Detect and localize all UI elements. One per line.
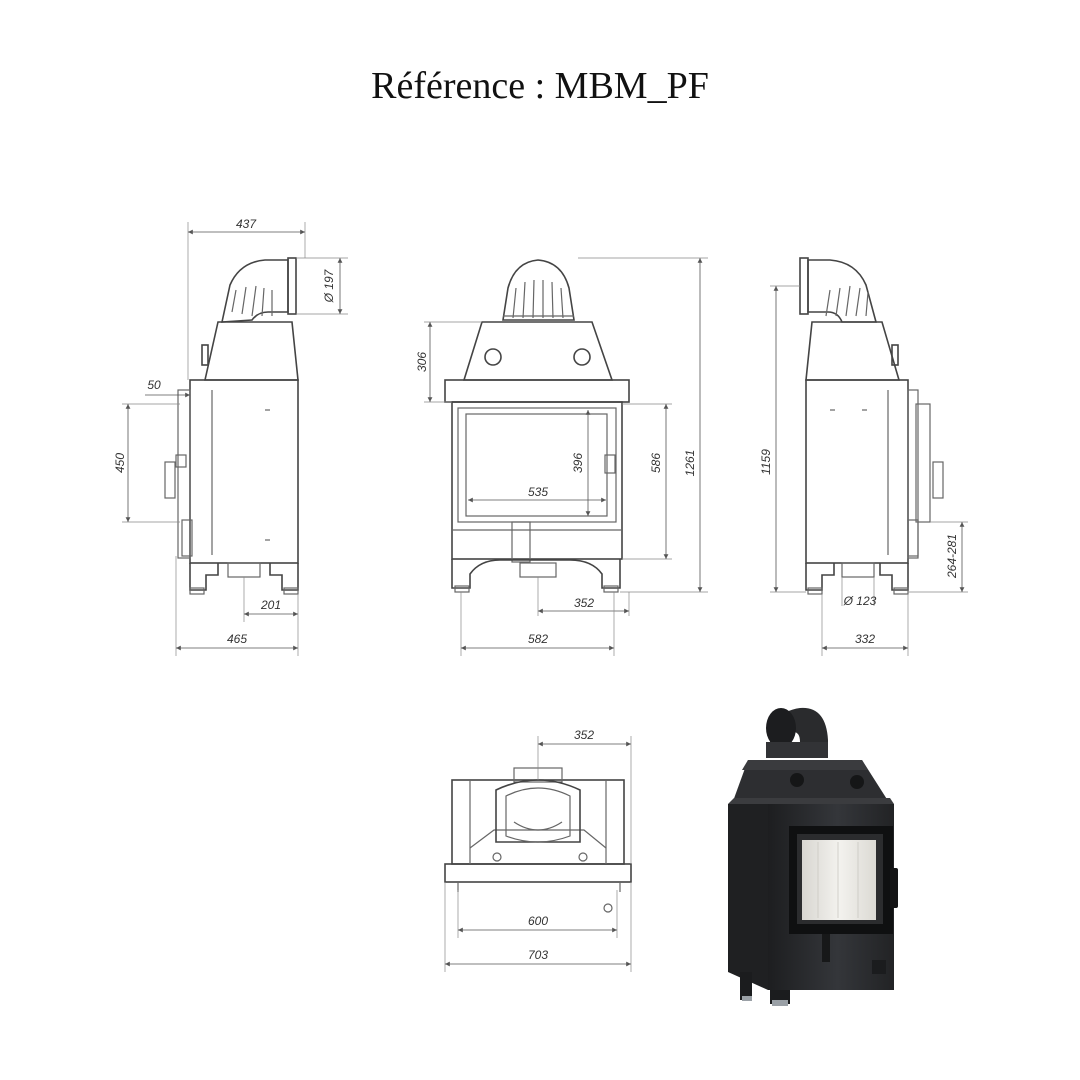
hood (462, 321, 614, 381)
door-glass (457, 407, 617, 523)
dim-flue-diameter: Ø 197 (322, 268, 336, 303)
dim-264-281: 264-281 (945, 534, 959, 579)
dim-201: 201 (260, 598, 281, 612)
firebox-frame (451, 401, 623, 560)
dim-465: 465 (227, 632, 247, 646)
hood (204, 321, 299, 381)
side-view-right (799, 257, 944, 595)
door-handle (164, 461, 176, 499)
front-dimensions: 306 396 535 586 1261 352 582 (415, 257, 708, 656)
door-handle (932, 461, 944, 499)
dim-586: 586 (649, 453, 663, 473)
dim-50: 50 (147, 378, 161, 392)
dim-1159: 1159 (759, 449, 773, 475)
hood (805, 321, 901, 381)
product-photo (728, 707, 898, 1006)
dim-1261: 1261 (683, 450, 697, 477)
flue-collar (799, 257, 809, 315)
body (805, 379, 909, 564)
dim-703: 703 (528, 948, 548, 962)
dim-306: 306 (415, 352, 429, 372)
door-handle (604, 454, 616, 474)
dim-535: 535 (528, 485, 548, 499)
dim-air-inlet-diameter: Ø 123 (843, 594, 877, 608)
top-view (444, 767, 632, 913)
top-dimensions: 352 600 703 (444, 728, 632, 972)
side-view-left (164, 257, 299, 595)
dim-437: 437 (236, 217, 257, 231)
flue-collar (287, 257, 297, 315)
page-title: Référence : MBM_PF (371, 65, 709, 107)
dim-352-front: 352 (574, 596, 594, 610)
body (189, 379, 299, 564)
flue-dome (502, 259, 575, 321)
dim-332: 332 (855, 632, 875, 646)
dim-396: 396 (571, 453, 585, 473)
dim-450: 450 (113, 453, 127, 473)
dim-582: 582 (528, 632, 548, 646)
dim-600: 600 (528, 914, 548, 928)
flue-ring (495, 779, 581, 843)
top-outline (451, 779, 625, 865)
side-right-dimensions: 1159 264-281 Ø 123 332 (759, 285, 968, 656)
dim-352-top: 352 (574, 728, 594, 742)
side-left-dimensions: 437 Ø 197 50 450 201 465 (113, 217, 348, 656)
front-view (444, 259, 630, 593)
